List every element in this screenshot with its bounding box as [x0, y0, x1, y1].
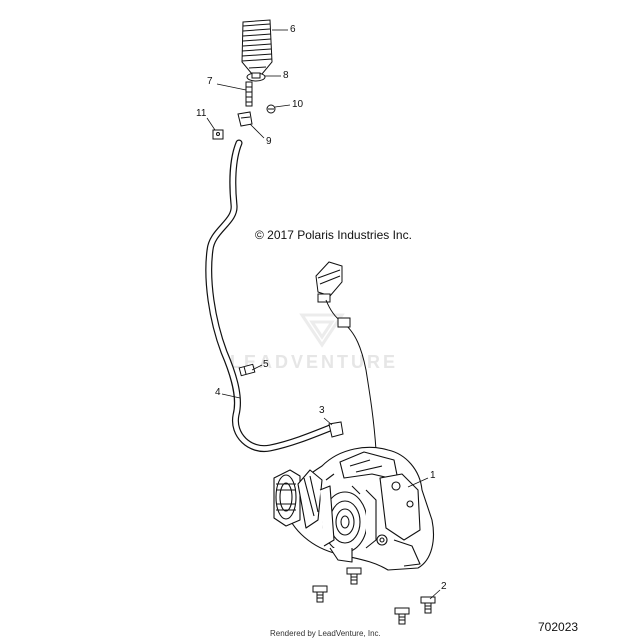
part-vent-hose — [205, 139, 334, 453]
leader-line-9 — [249, 123, 265, 139]
part-screw — [266, 104, 276, 114]
part-hose-clip — [238, 363, 256, 377]
bolt-4 — [394, 607, 410, 625]
watermark-logo — [299, 313, 345, 348]
part-front-gearcase — [273, 446, 435, 571]
bolt-3 — [420, 596, 436, 614]
callout-7: 7 — [207, 76, 213, 87]
part-boot — [241, 19, 273, 75]
callout-1: 1 — [430, 470, 436, 481]
part-retainer — [237, 111, 253, 127]
callout-10: 10 — [292, 99, 304, 110]
part-clip — [212, 129, 224, 140]
leader-line-11 — [206, 117, 216, 131]
bolt-1 — [346, 567, 362, 585]
leader-line-1 — [407, 477, 429, 488]
leader-line-2 — [429, 589, 441, 600]
leader-line-7 — [216, 83, 247, 91]
leader-line-10 — [274, 104, 291, 108]
callout-6: 6 — [290, 24, 296, 35]
leader-line-3 — [323, 417, 333, 426]
part-vent-plug — [328, 421, 344, 438]
part-clamp — [246, 72, 266, 82]
part-mounting-bolts — [312, 567, 436, 625]
leader-line-4 — [221, 393, 241, 399]
callout-3: 3 — [319, 405, 325, 416]
callout-4: 4 — [215, 387, 221, 398]
callout-9: 9 — [266, 136, 272, 147]
part-connector-harness — [315, 261, 377, 451]
callout-8: 8 — [283, 70, 289, 81]
bolt-2 — [312, 585, 328, 603]
drawing-number: 702023 — [538, 620, 579, 634]
callout-2: 2 — [441, 581, 447, 592]
copyright-text: © 2017 Polaris Industries Inc. — [255, 228, 412, 242]
watermark-text: LEADVENTURE — [230, 352, 399, 372]
part-fitting — [245, 81, 253, 107]
callout-5: 5 — [263, 359, 269, 370]
callout-11: 11 — [196, 108, 207, 119]
footer-credit: Rendered by LeadVenture, Inc. — [270, 629, 381, 638]
leader-line-5 — [251, 364, 263, 371]
